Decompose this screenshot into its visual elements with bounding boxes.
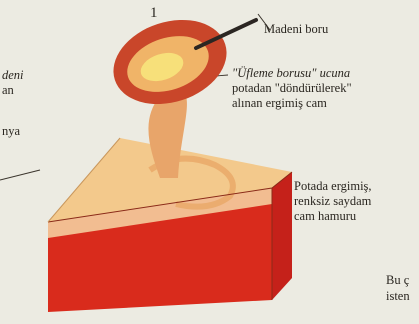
label-bottom-line1: Bu ç [386, 273, 409, 287]
label-crucible-line3: cam hamuru [294, 209, 356, 223]
label-crucible-line2: renksiz saydam [294, 194, 371, 208]
label-left-line1: deni [2, 68, 24, 82]
step-number: 1 [150, 6, 158, 20]
label-molten-glass-line2: potadan "döndürülerek" [232, 81, 352, 95]
leader-line-left [0, 170, 40, 180]
crucible-right-face [272, 172, 292, 300]
label-crucible-line1: Potada ergimiş, [294, 179, 372, 193]
label-left-line3: nya [2, 124, 20, 138]
label-bottom-line2: isten [386, 289, 410, 303]
label-left-line2: an [2, 83, 14, 97]
label-molten-glass-line1: "Üfleme borusu" ucuna [232, 66, 350, 80]
label-metal-pipe: Madeni boru [264, 22, 328, 36]
label-molten-glass-line3: alınan ergimiş cam [232, 96, 327, 110]
